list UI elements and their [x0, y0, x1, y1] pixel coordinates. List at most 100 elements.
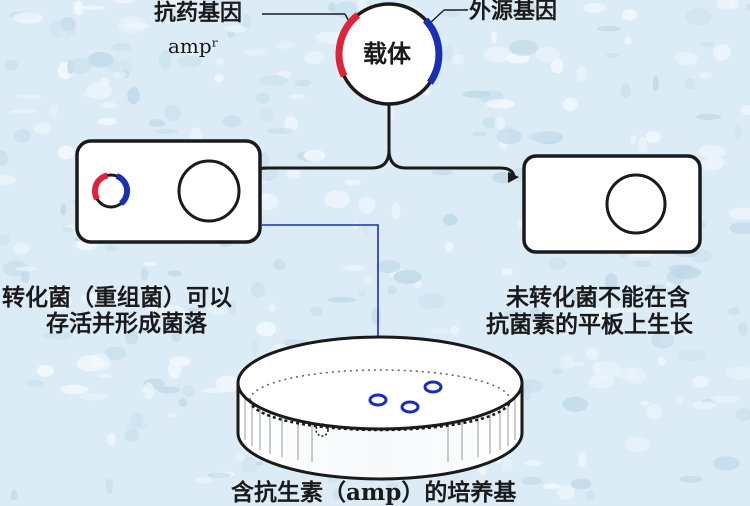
background-blotch [174, 317, 190, 335]
background-blotch [15, 266, 36, 272]
branch-brace [248, 104, 516, 179]
background-blotch [496, 128, 522, 145]
background-blotch [169, 356, 191, 367]
background-blotch [640, 401, 649, 406]
recombinant-resistance-segment [92, 172, 109, 201]
background-blotch [652, 75, 659, 92]
amp-gene-label: ampʳ [168, 34, 219, 58]
background-blotch [461, 90, 491, 98]
background-blotch [529, 307, 541, 323]
background-blotch [551, 368, 563, 375]
background-blotch [597, 25, 621, 32]
background-blotch [593, 361, 601, 375]
background-blotch [294, 79, 312, 87]
background-blotch [605, 53, 620, 58]
background-blotch [255, 461, 264, 466]
background-blotch [87, 52, 114, 68]
background-blotch [9, 109, 38, 114]
background-blotch [528, 131, 559, 143]
background-blotch [167, 413, 178, 418]
background-blotch [143, 261, 157, 266]
transformed-caption-line2: 存活并形成菌落 [46, 310, 207, 337]
background-blotch [328, 2, 336, 12]
background-blotch [76, 355, 105, 372]
background-blotch [727, 307, 740, 315]
untransformed-caption-line1: 未转化菌不能在含 [506, 284, 690, 311]
background-blotch [362, 223, 369, 236]
background-blotch [734, 124, 742, 140]
background-blotch [685, 8, 712, 26]
background-blotch [699, 158, 723, 171]
background-blotch [200, 291, 207, 300]
background-blotch [523, 460, 542, 466]
petri-dish-bottom-rim [236, 432, 524, 481]
background-blotch [571, 292, 581, 301]
background-blotch [112, 71, 127, 79]
background-blotch [716, 0, 733, 10]
background-blotch [48, 105, 59, 117]
background-blotch [629, 135, 637, 145]
background-blotch [228, 301, 237, 315]
background-blotch [181, 316, 193, 334]
background-blotch [646, 404, 662, 420]
background-blotch [582, 3, 608, 13]
background-blotch [586, 347, 599, 360]
background-blotch [149, 119, 166, 128]
background-blotch [527, 290, 535, 299]
background-blotch [393, 269, 422, 284]
branch-arrow-right [508, 172, 519, 183]
background-blotch [255, 92, 270, 104]
recombinant-foreign-segment [115, 173, 131, 206]
background-blotch [124, 428, 140, 442]
background-blotch [651, 331, 675, 349]
background-blotch [268, 303, 277, 312]
background-blotch [332, 488, 343, 500]
background-blotch [225, 25, 248, 33]
transformed-caption-line1: 转化菌（重组菌）可以 [2, 284, 232, 311]
background-blotch [586, 490, 595, 500]
background-blotch [167, 270, 182, 277]
background-blotch [127, 87, 140, 105]
background-blotch [62, 227, 73, 233]
background-blotch [214, 73, 224, 83]
background-blotch [171, 330, 182, 342]
background-blotch [481, 117, 498, 129]
background-blotch [699, 72, 713, 79]
background-blotch [123, 23, 151, 29]
background-blotch [186, 42, 195, 57]
background-blotch [104, 244, 118, 252]
background-blotch [107, 60, 133, 74]
background-blotch [187, 307, 198, 312]
background-blotch [563, 97, 578, 112]
background-blotch [386, 483, 399, 490]
background-blotch [444, 45, 453, 61]
background-blotch [107, 433, 116, 446]
background-blotch [256, 321, 276, 337]
background-blotch [60, 203, 67, 216]
background-blotch [726, 366, 750, 380]
background-blotch [164, 104, 181, 122]
background-blotch [745, 3, 750, 11]
resistance-gene-label: 抗药基因 [154, 0, 243, 26]
background-blotch [700, 42, 715, 48]
background-blotch [738, 322, 748, 337]
background-blotch [148, 305, 158, 315]
background-blotch [159, 50, 172, 69]
background-blotch [310, 306, 323, 317]
background-blotch [570, 478, 592, 490]
background-blotch [251, 281, 266, 298]
background-blotch [363, 276, 373, 285]
background-blotch [658, 356, 666, 366]
background-blotch [450, 325, 460, 335]
background-blotch [13, 242, 30, 255]
background-blotch [501, 268, 514, 276]
background-blotch [0, 174, 16, 185]
background-blotch [418, 292, 445, 310]
background-blotch [344, 179, 361, 186]
background-blotch [548, 257, 567, 270]
background-blotch [69, 57, 92, 74]
background-blotch [440, 10, 461, 17]
background-blotch [452, 54, 465, 65]
